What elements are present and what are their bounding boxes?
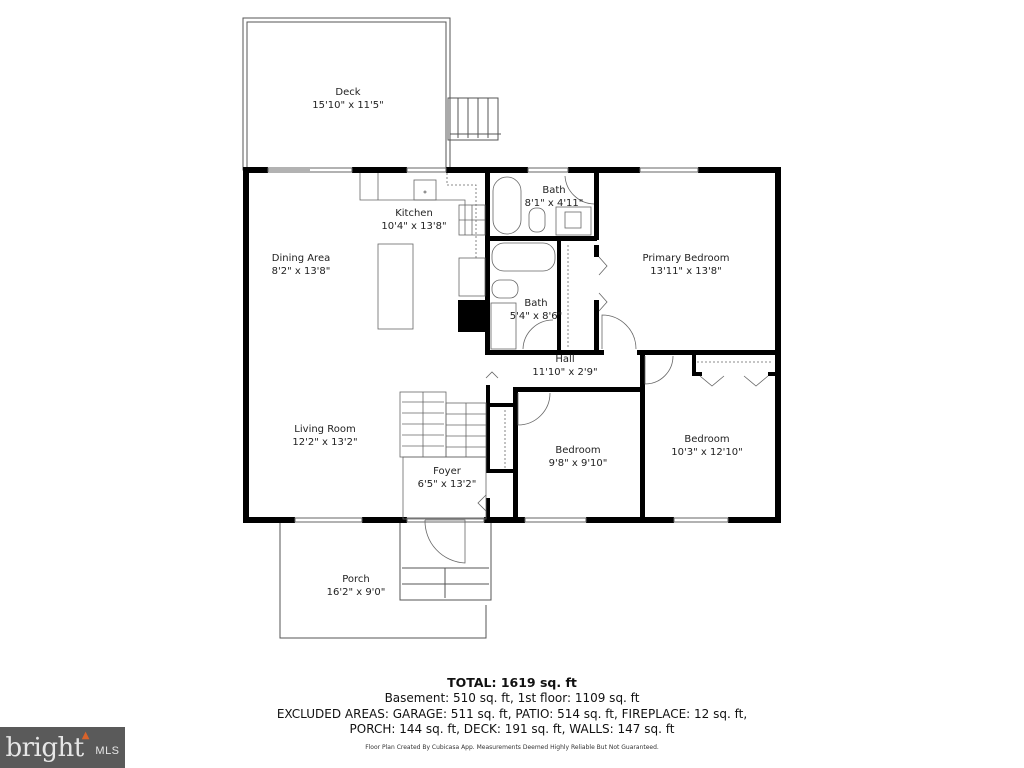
room-label-bath-2: Bath 5'4" x 8'6" — [510, 297, 562, 323]
room-label-living-room: Living Room 12'2" x 13'2" — [292, 423, 357, 449]
room-dimensions: 12'2" x 13'2" — [292, 437, 358, 448]
sliding-door — [268, 169, 352, 173]
room-label-hall: Hall 11'10" x 2'9" — [532, 353, 597, 379]
room-dimensions: 5'4" x 8'6" — [509, 311, 563, 322]
room-name: Bath — [524, 298, 548, 309]
floor-areas: Basement: 510 sq. ft, 1st floor: 1109 sq… — [384, 691, 640, 705]
room-label-kitchen: Kitchen 10'4" x 13'8" — [381, 207, 446, 233]
room-label-porch: Porch 16'2" x 9'0" — [327, 573, 386, 599]
room-dimensions: 11'10" x 2'9" — [532, 367, 598, 378]
bright-mls-logo: bright ▲ MLS — [0, 727, 125, 768]
room-name: Bath — [542, 185, 566, 196]
room-label-bedroom-1: Bedroom 9'8" x 9'10" — [549, 444, 608, 470]
room-label-deck: Deck 15'10" x 11'5" — [312, 86, 384, 112]
room-dimensions: 8'2" x 13'8" — [271, 266, 331, 277]
room-name: Primary Bedroom — [642, 253, 730, 264]
room-name: Bedroom — [684, 434, 730, 445]
room-dimensions: 8'1" x 4'11" — [524, 198, 584, 209]
room-dimensions: 10'4" x 13'8" — [381, 221, 447, 232]
windows — [267, 167, 729, 523]
porch-outline — [279, 519, 492, 639]
room-name: Living Room — [294, 424, 356, 435]
room-name: Deck — [335, 87, 361, 98]
area-summary: TOTAL: 1619 sq. ft Basement: 510 sq. ft,… — [0, 675, 1024, 752]
fixtures — [359, 173, 772, 564]
room-dimensions: 6'5" x 13'2" — [417, 479, 477, 490]
excluded-areas-line-1: EXCLUDED AREAS: GARAGE: 511 sq. ft, PATI… — [276, 706, 748, 721]
room-name: Dining Area — [271, 253, 331, 264]
interior-walls — [458, 173, 781, 520]
room-name: Hall — [555, 354, 575, 365]
room-name: Foyer — [433, 466, 461, 477]
room-dimensions: 9'8" x 9'10" — [548, 458, 608, 469]
exterior-walls — [243, 167, 781, 523]
excluded-areas-line-2: PORCH: 144 sq. ft, DECK: 191 sq. ft, WAL… — [349, 722, 675, 736]
room-label-dining-area: Dining Area 8'2" x 13'8" — [272, 252, 331, 278]
room-name: Porch — [342, 574, 370, 585]
logo-suffix-text: MLS — [95, 744, 120, 757]
disclaimer: Floor Plan Created By Cubicasa App. Meas… — [365, 743, 659, 751]
room-label-bath-1: Bath 8'1" x 4'11" — [525, 184, 584, 210]
room-name: Bedroom — [555, 445, 601, 456]
logo-brand-text: bright — [5, 732, 84, 763]
room-label-bedroom-2: Bedroom 10'3" x 12'10" — [671, 433, 743, 459]
room-label-foyer: Foyer 6'5" x 13'2" — [418, 465, 477, 491]
room-dimensions: 10'3" x 12'10" — [671, 447, 743, 458]
total-area: TOTAL: 1619 sq. ft — [447, 675, 577, 690]
room-dimensions: 15'10" x 11'5" — [312, 100, 384, 111]
room-name: Kitchen — [395, 208, 433, 219]
logo-accent-icon: ▲ — [81, 730, 90, 741]
room-label-primary-bedroom: Primary Bedroom 13'11" x 13'8" — [642, 252, 729, 278]
room-dimensions: 16'2" x 9'0" — [326, 587, 386, 598]
room-dimensions: 13'11" x 13'8" — [650, 266, 722, 277]
